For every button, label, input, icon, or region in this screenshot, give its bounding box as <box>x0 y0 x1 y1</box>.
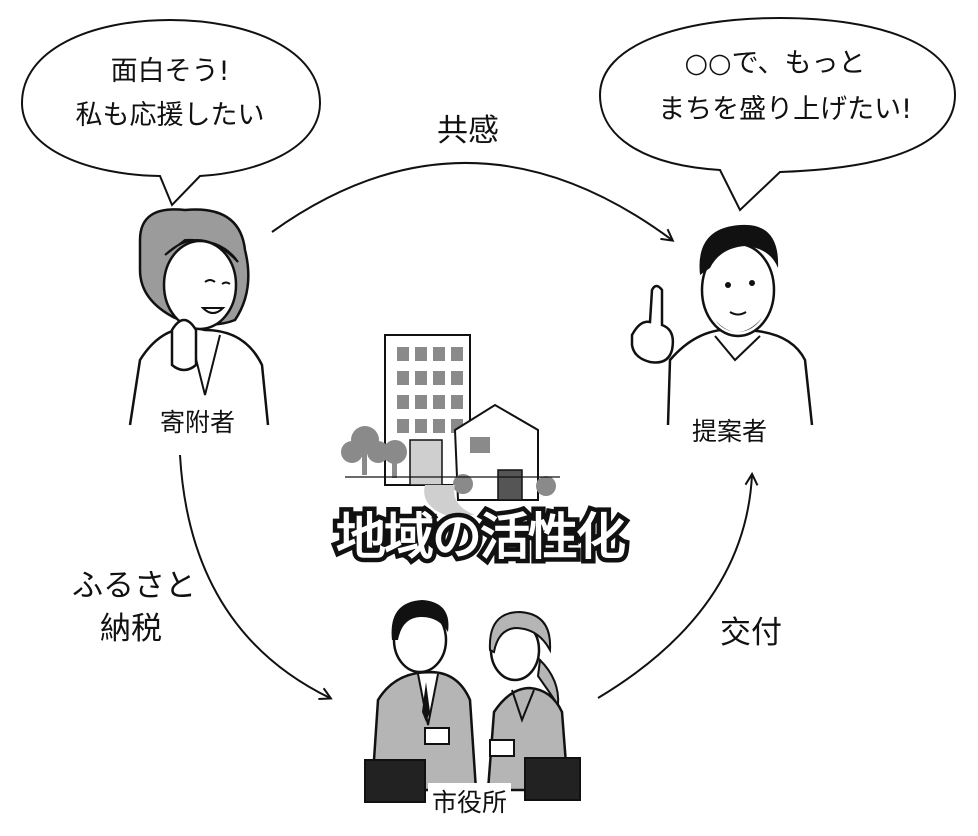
sympathy-arrow <box>271 162 672 240</box>
donor-label: 寄附者 <box>156 403 240 439</box>
furusato-tax-label-line-1: ふるさと <box>72 568 196 604</box>
grant-arrow <box>597 475 752 699</box>
regional-revitalization-title: 地域の活性化 <box>332 504 631 571</box>
city-hall-illustration <box>364 600 581 803</box>
donor-speech-line-1: 面白そう! <box>110 56 230 87</box>
donor-speech-bubble <box>20 18 322 207</box>
furusato-tax-arrow <box>179 454 330 698</box>
sympathy-label: 共感 <box>437 113 499 149</box>
donor-illustration <box>128 208 270 426</box>
furusato-tax-label-line-2: 納税 <box>100 611 162 647</box>
proposer-label: 提案者 <box>688 412 772 448</box>
donor-speech-line-2: 私も応援したい <box>75 100 265 131</box>
proposer-illustration <box>630 224 814 426</box>
city-hall-label: 市役所 <box>428 783 512 819</box>
proposer-speech-line-2: まちを盛り上げたい! <box>658 94 912 125</box>
proposer-speech-bubble <box>598 16 957 212</box>
proposer-speech-line-1: ○○で、もっと <box>684 48 866 79</box>
town-illustration <box>341 334 560 515</box>
grant-label: 交付 <box>720 615 782 651</box>
